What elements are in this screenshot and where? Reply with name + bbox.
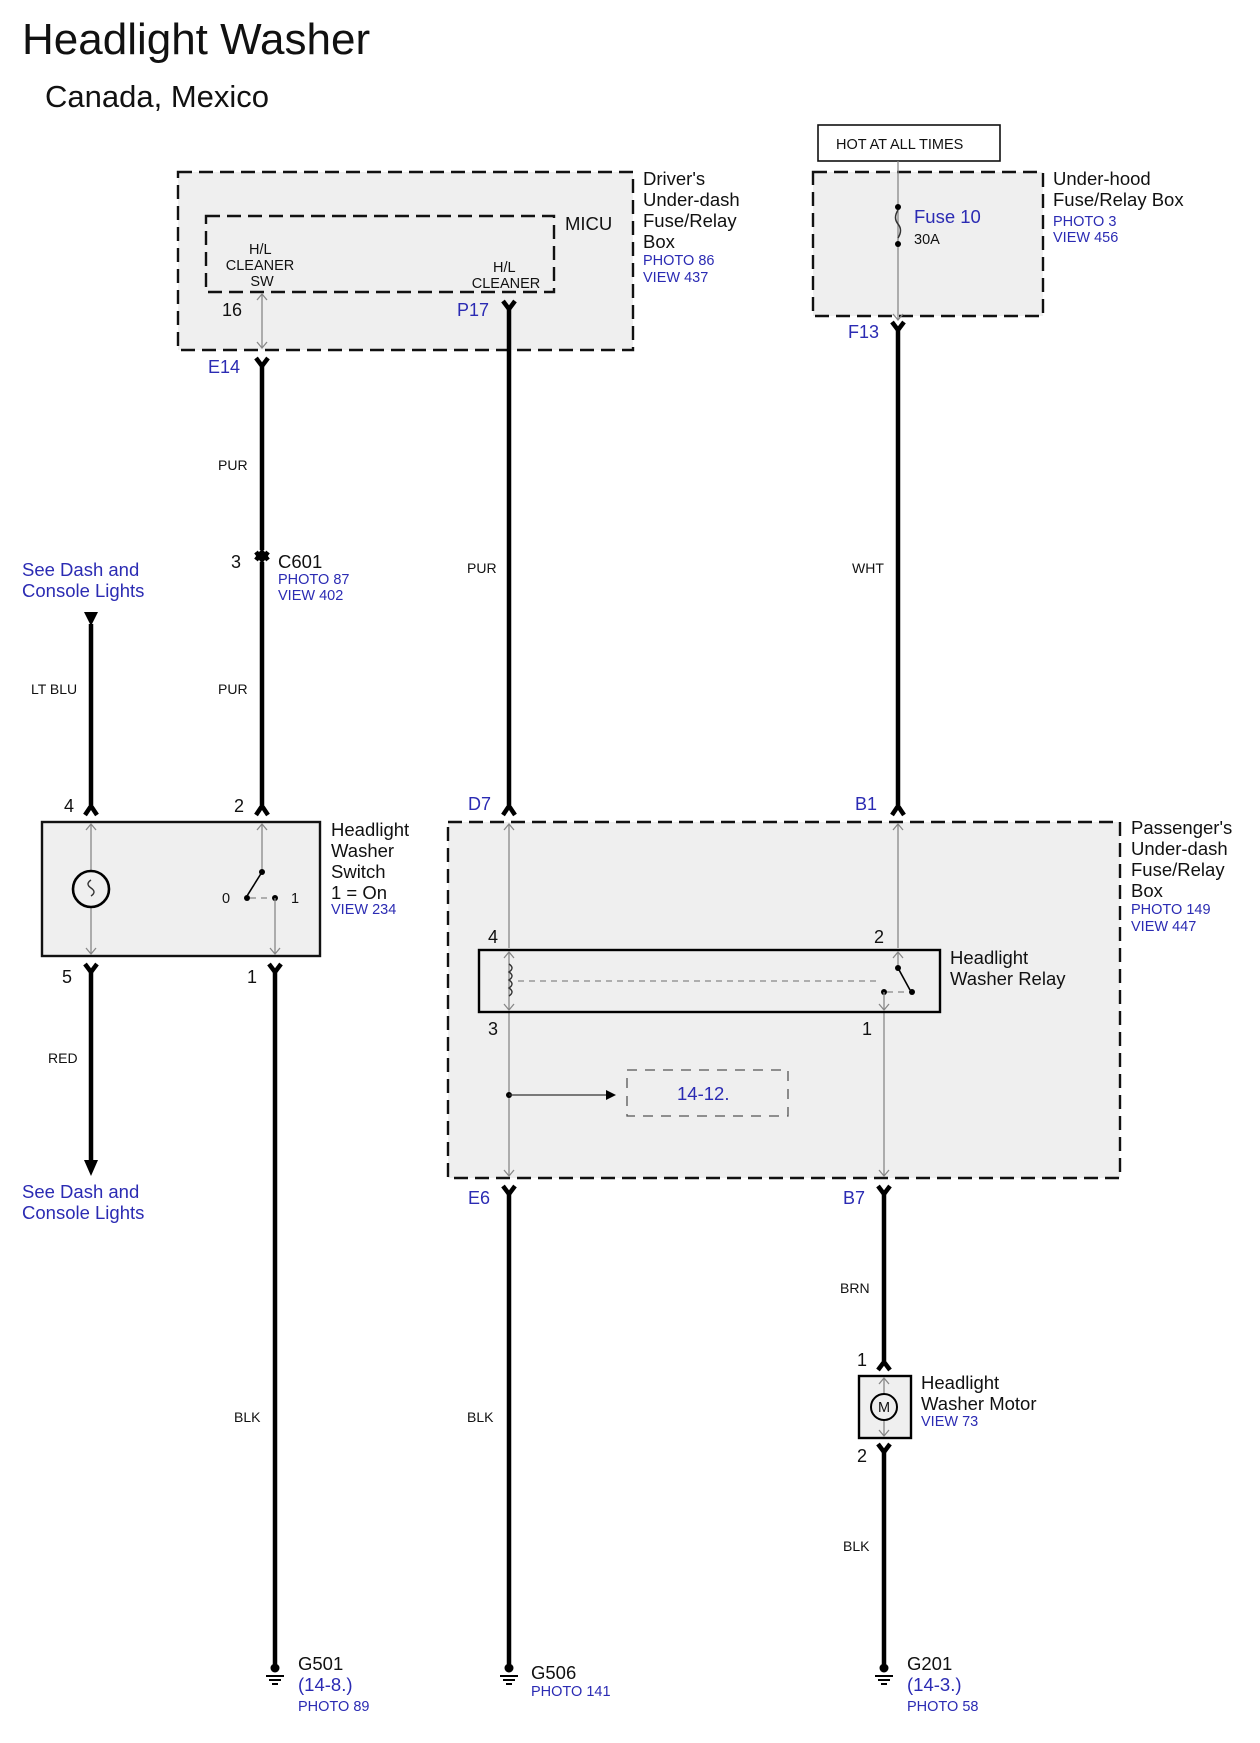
headlight-washer-motor: M 1 2	[857, 1350, 913, 1466]
hl-cleaner-sw-label: H/L CLEANER SW	[226, 242, 299, 290]
switch-pin-2: 2	[234, 796, 244, 816]
wire-label-red: RED	[48, 1050, 78, 1066]
c601-photo: PHOTO 87	[278, 572, 349, 588]
c601-pin-3: 3	[231, 552, 241, 572]
ground-icon	[875, 1663, 893, 1685]
conn-f13: F13	[848, 322, 879, 342]
wire-label-wht: WHT	[852, 560, 884, 576]
relay-pin-1: 1	[862, 1019, 872, 1039]
hl-cleaner-label: H/L CLEANER	[472, 260, 541, 292]
underhood-box-photo: PHOTO 3	[1053, 214, 1116, 230]
switch-name: Headlight Washer Switch 1 = On	[331, 819, 414, 903]
wire-pur-p17-d7	[501, 299, 517, 817]
conn-b1: B1	[855, 794, 877, 814]
g201-ref: (14-3.)	[907, 1674, 962, 1695]
wire-brn	[876, 1184, 892, 1372]
pin-p17: P17	[457, 300, 489, 320]
passenger-box-view: VIEW 447	[1131, 919, 1196, 935]
motor-view: VIEW 73	[921, 1414, 978, 1430]
passenger-box-name: Passenger's Under-dash Fuse/Relay Box	[1131, 817, 1237, 901]
wire-label-blk-2: BLK	[467, 1409, 494, 1425]
motor-icon	[870, 1393, 898, 1421]
wire-label-lt-blu: LT BLU	[31, 681, 77, 697]
wire-red	[83, 962, 99, 1176]
fuse-10-label: Fuse 10	[914, 206, 981, 227]
g501-ref: (14-8.)	[298, 1674, 353, 1695]
drivers-box-name: Driver's Under-dash Fuse/Relay Box	[643, 168, 745, 252]
drivers-box-view: VIEW 437	[643, 270, 708, 286]
wire-label-pur-1: PUR	[218, 457, 248, 473]
see-dash-top: See Dash and Console Lights	[22, 559, 144, 601]
indicator-lamp-icon	[71, 869, 111, 909]
passenger-box-photo: PHOTO 149	[1131, 902, 1211, 918]
motor-pin-2: 2	[857, 1446, 867, 1466]
wire-label-brn: BRN	[840, 1280, 870, 1296]
switch-pin-5: 5	[62, 967, 72, 987]
c601-name: C601	[278, 551, 322, 572]
g506-photo: PHOTO 141	[531, 1684, 611, 1700]
c601-view: VIEW 402	[278, 588, 343, 604]
underhood-box-name: Under-hood Fuse/Relay Box	[1053, 168, 1184, 210]
pin-16: 16	[222, 300, 242, 320]
g201-name: G201	[907, 1653, 952, 1674]
svg-text:HOT AT ALL TIMES: HOT AT ALL TIMES	[836, 137, 963, 153]
c601-connector	[254, 550, 270, 817]
relay-pin-2: 2	[874, 927, 884, 947]
wire-wht-f13-b1	[890, 320, 906, 817]
wire-pur-e14	[254, 356, 270, 562]
wire-blk-g501	[267, 962, 283, 1664]
wire-label-pur-2: PUR	[218, 681, 248, 697]
drivers-box-photo: PHOTO 86	[643, 253, 714, 269]
conn-e6: E6	[468, 1188, 490, 1208]
wire-label-pur-3: PUR	[467, 560, 497, 576]
wire-lt-blu	[83, 612, 99, 817]
underhood-box-view: VIEW 456	[1053, 230, 1118, 246]
switch-view: VIEW 234	[331, 902, 396, 918]
underhood-fuse-relay-box: Fuse 10 30A	[811, 161, 1045, 322]
ref-14-12: 14-12.	[677, 1083, 729, 1104]
g501-name: G501	[298, 1653, 343, 1674]
wire-label-blk-3: BLK	[843, 1538, 870, 1554]
conn-e14: E14	[208, 357, 240, 377]
wire-label-blk-1: BLK	[234, 1409, 261, 1425]
relay-pin-3: 3	[488, 1019, 498, 1039]
headlight-washer-relay: 4 2 3 1	[477, 927, 942, 1039]
drivers-fuse-relay-box: MICU H/L CLEANER SW H/L CLEANER 16 P17	[176, 170, 635, 352]
motor-symbol: M	[878, 1400, 890, 1416]
micu-label: MICU	[565, 213, 612, 234]
switch-pin-1: 1	[247, 967, 257, 987]
fuse-rating: 30A	[914, 232, 940, 248]
conn-b7: B7	[843, 1188, 865, 1208]
wire-blk-g201	[876, 1442, 892, 1664]
switch-pin-4: 4	[64, 796, 74, 816]
switch-pos-0: 0	[222, 891, 230, 907]
motor-pin-1: 1	[857, 1350, 867, 1370]
hot-at-all-times-label: HOT AT ALL TIMES	[817, 124, 1001, 162]
fuse-icon	[894, 209, 902, 239]
wire-blk-g506	[501, 1184, 517, 1664]
relay-contact-icon	[897, 967, 911, 991]
switch-contact-icon	[246, 871, 263, 897]
g501-photo: PHOTO 89	[298, 1699, 369, 1715]
conn-d7: D7	[468, 794, 491, 814]
ground-icon	[500, 1663, 518, 1685]
page-subtitle: Canada, Mexico	[45, 79, 269, 114]
relay-coil-icon	[507, 963, 513, 997]
relay-name: Headlight Washer Relay	[950, 947, 1066, 989]
page-title: Headlight Washer	[22, 15, 370, 64]
g506-name: G506	[531, 1662, 576, 1683]
g201-photo: PHOTO 58	[907, 1699, 978, 1715]
switch-pos-1: 1	[291, 891, 299, 907]
headlight-washer-switch: 4 2 5 1 0 1	[40, 796, 322, 987]
see-dash-bottom: See Dash and Console Lights	[22, 1181, 144, 1223]
motor-name: Headlight Washer Motor	[921, 1372, 1036, 1414]
ground-icon	[266, 1663, 284, 1685]
relay-pin-4: 4	[488, 927, 498, 947]
